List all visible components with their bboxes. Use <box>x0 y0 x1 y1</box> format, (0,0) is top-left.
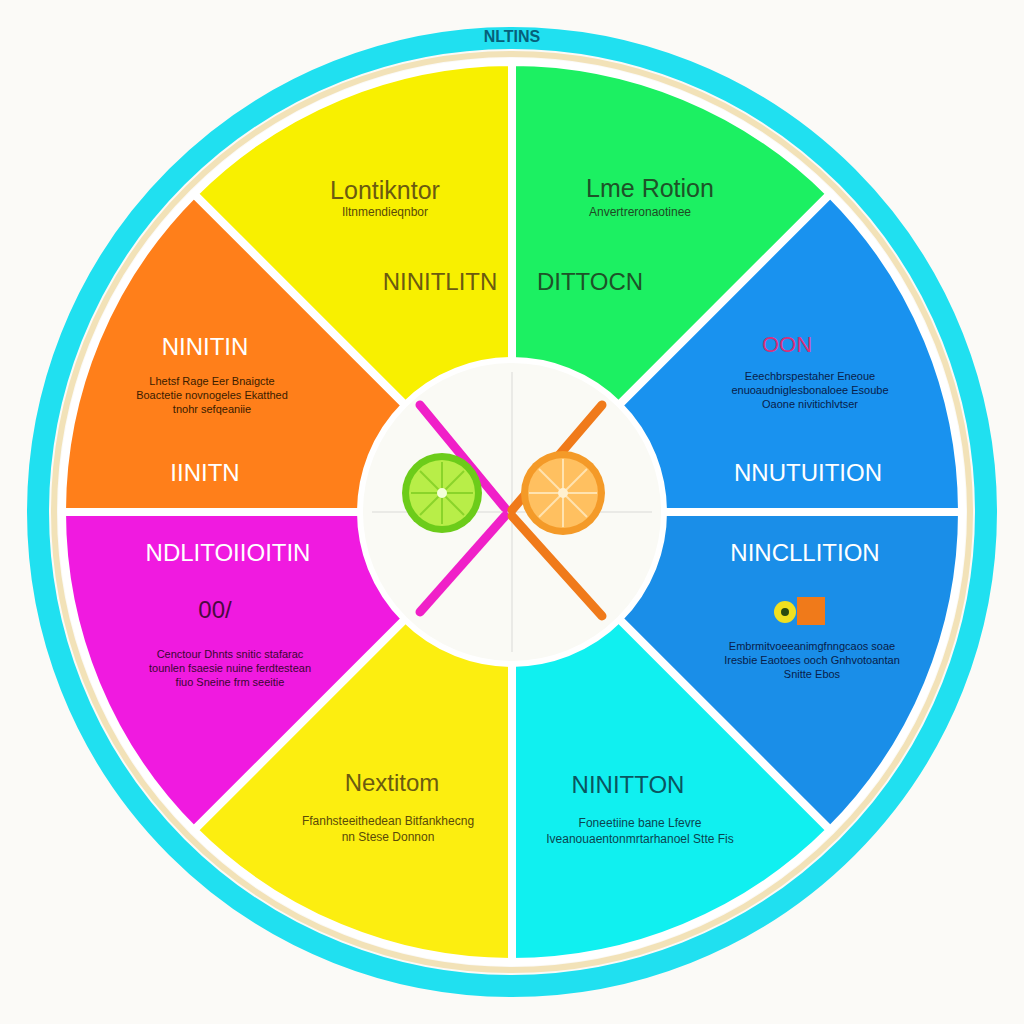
segment-heading: OON <box>762 332 812 358</box>
lime-slice <box>402 453 482 533</box>
wheel-segment: NextitomFfanhsteeithedean Bitfankhecng n… <box>280 755 505 870</box>
wheel-segment: LontikntorIltnmendieqnborNINITLITN <box>290 160 525 305</box>
segment-heading: Lme Rotion <box>586 174 714 203</box>
segment-body: Embrmitvoeeanimgfnngcaos soae Iresbie Ea… <box>720 639 905 682</box>
segment-heading: NINITTON <box>572 771 685 799</box>
segment-body: Cenctour Dhnts snitic stafarac tounlen f… <box>148 647 313 690</box>
segment-body: Eeechbrspestaher Eneoue enuoaudniglesbon… <box>723 369 898 412</box>
segment-heading: DITTOCN <box>537 268 643 296</box>
segment-heading: NINITIN <box>162 333 249 361</box>
wheel-segment: Lme RotionAnvertreronaotineeDITTOCN <box>515 160 755 305</box>
segment-body: Foneetiine bane Lfevre Iveanouaentonmrta… <box>543 816 738 847</box>
segment-heading: IINITN <box>170 459 239 487</box>
wheel-segment: NINITTON Foneetiine bane Lfevre Iveanouae… <box>520 755 770 870</box>
segment-heading: NINCLLITION <box>730 539 879 567</box>
segment-heading: NINITLITN <box>383 268 498 296</box>
segment-heading: 00/ <box>198 596 231 624</box>
segment-heading: NNUTUITION <box>734 459 882 487</box>
wheel-title: NLTINS <box>484 28 541 46</box>
segment-icon <box>774 597 825 625</box>
segment-body: Anvertreronaotinee <box>545 205 735 221</box>
segment-heading: Lontikntor <box>330 176 440 205</box>
segment-heading: Nextitom <box>345 769 440 797</box>
segment-body: Iltnmendieqnbor <box>290 205 480 221</box>
wheel-segment: OON Eeechbrspestaher Eneoue enuoaudnigles… <box>690 320 960 495</box>
wheel-segment: NINCLLITION Embrmitvoeeanimgfnngcaos soae… <box>690 525 960 700</box>
wheel-segment: NINITIN Lhetsf Rage Eer Bnaigcte Boacteti… <box>100 320 320 495</box>
segment-body: Lhetsf Rage Eer Bnaigcte Boactetie novno… <box>130 374 295 417</box>
segment-body: Ffanhsteeithedean Bitfankhecng nn Stese … <box>301 814 476 845</box>
wheel-segment: NDLITOIIOITIN 00/Cenctour Dhnts snitic st… <box>90 525 370 715</box>
orange-slice <box>521 451 605 535</box>
segment-heading: NDLITOIIOITIN <box>146 539 311 567</box>
